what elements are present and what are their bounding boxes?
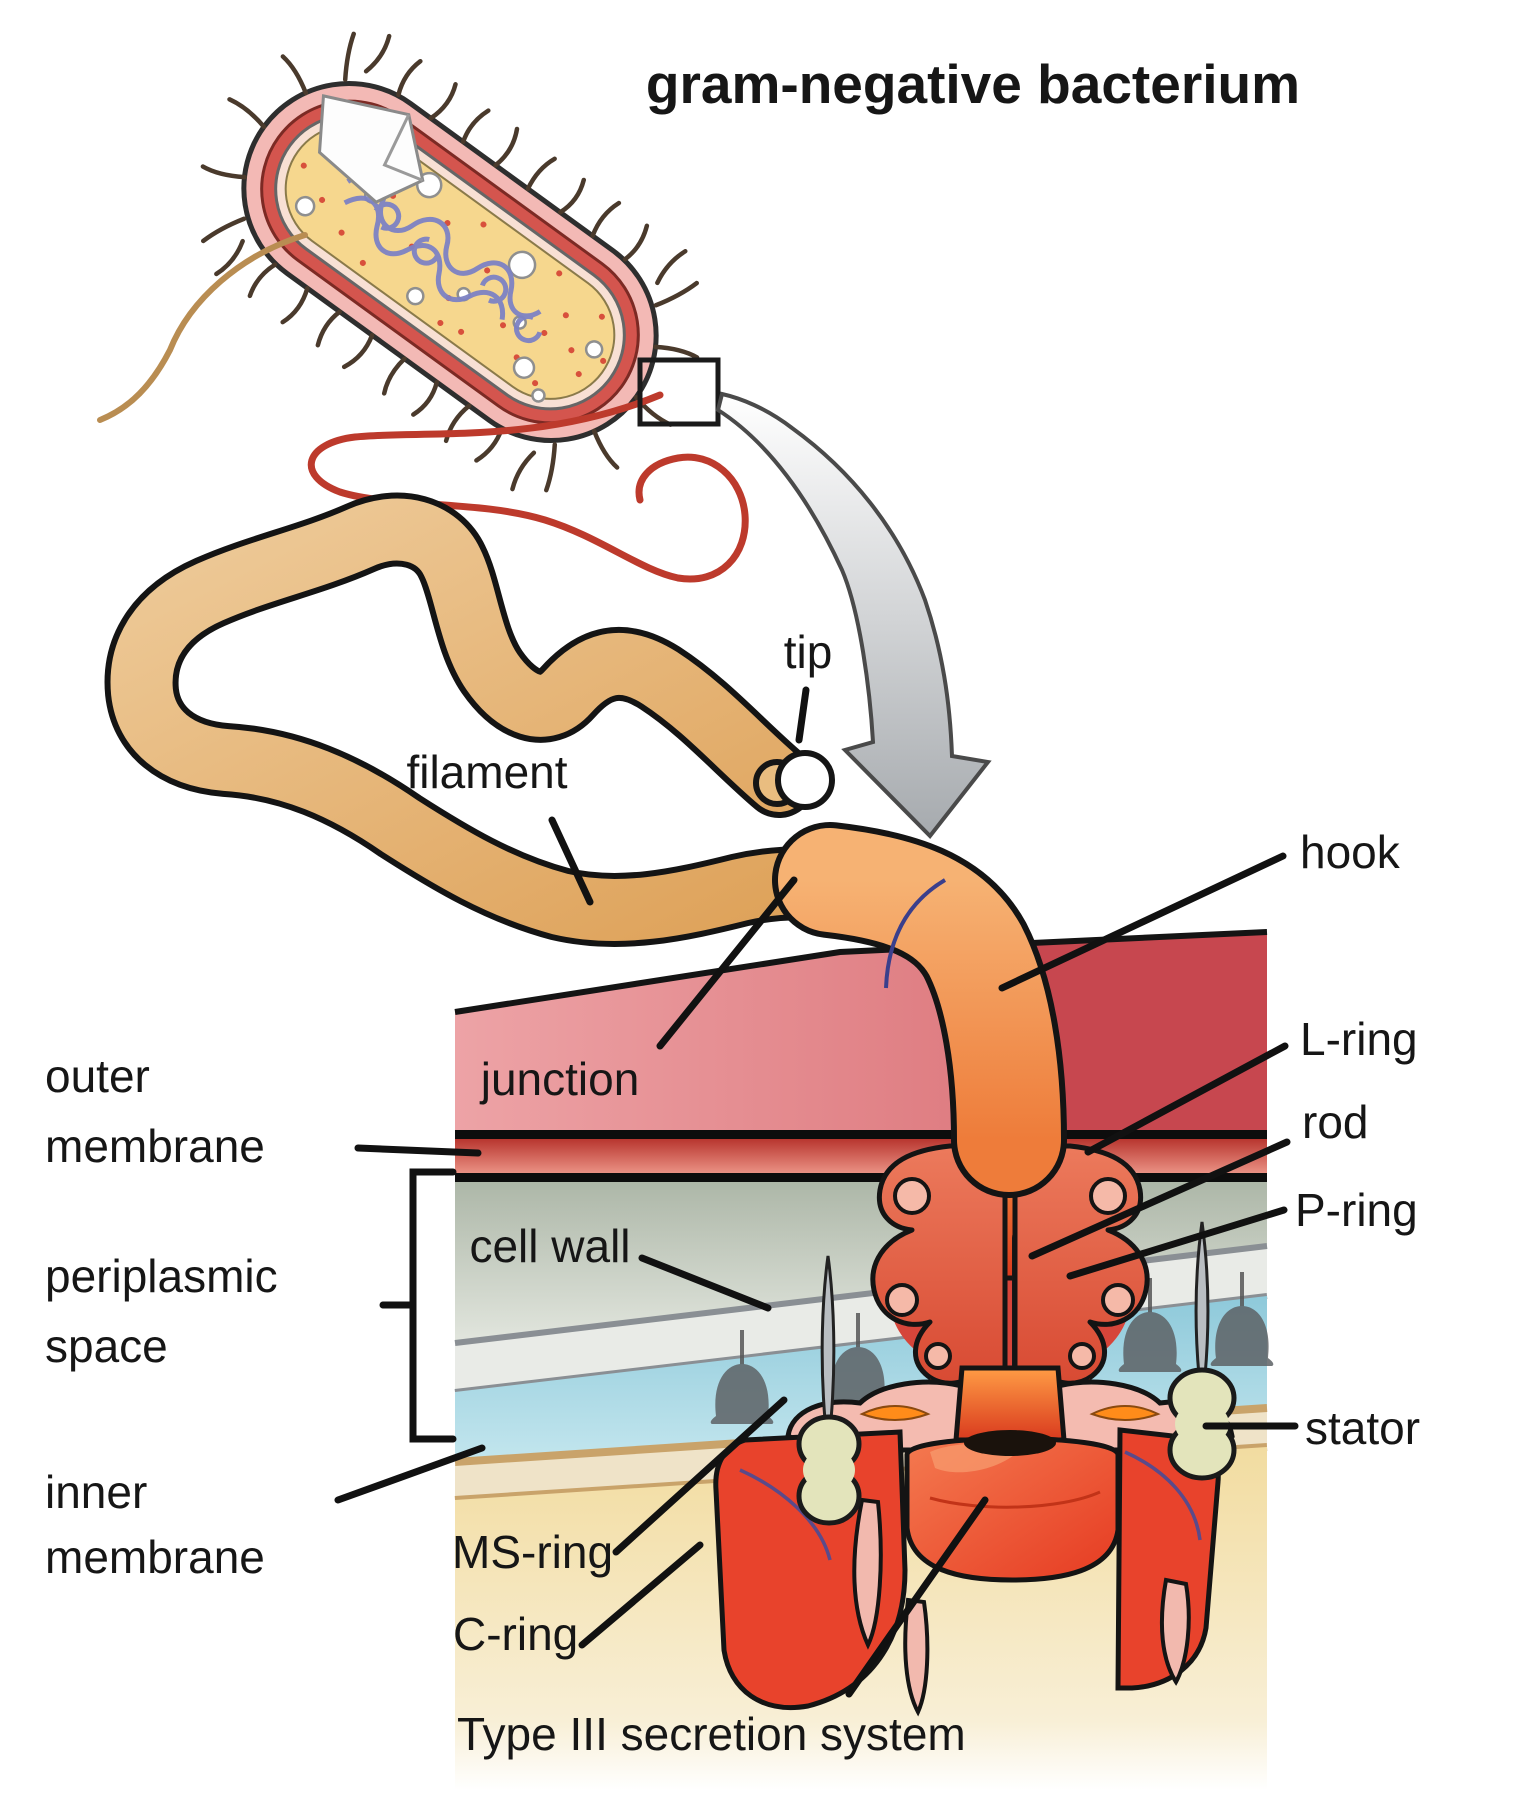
pointer-type-iii bbox=[845, 1496, 989, 1698]
outer-membrane-band bbox=[455, 1139, 1267, 1173]
l-ring-p-ring-complex bbox=[870, 1143, 1150, 1396]
pointer-inner-membrane bbox=[334, 1444, 486, 1504]
label-inner-membrane-1: inner bbox=[45, 1466, 147, 1518]
outer-membrane-line-bottom bbox=[455, 1173, 1267, 1182]
ms-ring-glow-right bbox=[1089, 1405, 1161, 1421]
t3ss-channel-hole bbox=[964, 1430, 1056, 1456]
label-filament: filament bbox=[406, 746, 567, 798]
label-ms-ring: MS-ring bbox=[452, 1526, 613, 1578]
peeled-membrane-fold bbox=[382, 113, 424, 182]
zoom-region-box bbox=[637, 357, 721, 427]
ms-ring-collar bbox=[953, 1365, 1067, 1443]
page-title: gram-negative bacterium bbox=[646, 53, 1300, 115]
pointer-lines bbox=[334, 686, 1299, 1698]
label-c-ring: C-ring bbox=[453, 1608, 578, 1660]
c-ring-wall-right-arc bbox=[1124, 1450, 1202, 1541]
label-p-ring: P-ring bbox=[1295, 1184, 1418, 1236]
t3ss-drum-seam bbox=[929, 1490, 1101, 1509]
label-stator: stator bbox=[1305, 1402, 1420, 1454]
label-hook: hook bbox=[1300, 826, 1401, 878]
label-outer-membrane-1: outer bbox=[45, 1050, 150, 1102]
label-periplasmic-1: periplasmic bbox=[45, 1250, 278, 1302]
hook-junction-line bbox=[884, 878, 947, 989]
c-ring-wall-left-arc bbox=[739, 1468, 832, 1561]
pointer-outer-membrane bbox=[354, 1144, 482, 1157]
pointer-l-ring bbox=[1084, 1042, 1289, 1156]
membrane-protein-bells bbox=[710, 1272, 1274, 1424]
nucleoid bbox=[343, 171, 543, 344]
fimbriae-hairs bbox=[200, 31, 700, 493]
pointer-rod bbox=[1028, 1138, 1291, 1260]
c-ring-drip-left bbox=[852, 1497, 883, 1650]
flagellum-filament bbox=[104, 492, 939, 947]
stator-right bbox=[1167, 1221, 1237, 1481]
periplasmic-space-bracket bbox=[379, 1168, 457, 1443]
pointer-filament bbox=[548, 816, 594, 906]
pointer-junction bbox=[656, 876, 798, 1050]
stator-right-spike bbox=[1194, 1221, 1210, 1378]
label-l-ring: L-ring bbox=[1300, 1013, 1418, 1065]
label-type-iii: Type III secretion system bbox=[457, 1708, 966, 1760]
ms-ring-glow-left bbox=[859, 1405, 931, 1421]
stator-left-spike bbox=[820, 1255, 836, 1422]
pointer-p-ring bbox=[1066, 1206, 1288, 1280]
c-ring-drip-mid bbox=[903, 1597, 930, 1717]
block-top-edge bbox=[454, 929, 1268, 1015]
flagellum-hook bbox=[772, 822, 1067, 1198]
block-top-face-right bbox=[1020, 932, 1267, 1130]
ring-curl-right bbox=[1012, 1143, 1150, 1396]
stator-left bbox=[796, 1255, 862, 1526]
label-cell-wall: cell wall bbox=[469, 1220, 630, 1272]
bacterium-inset bbox=[200, 31, 700, 493]
pointer-c-ring bbox=[578, 1541, 704, 1649]
label-rod: rod bbox=[1302, 1096, 1368, 1148]
outer-membrane-line-top bbox=[455, 1130, 1267, 1139]
label-junction: junction bbox=[479, 1053, 640, 1105]
pointer-hook bbox=[998, 852, 1287, 992]
label-outer-membrane-2: membrane bbox=[45, 1120, 265, 1172]
inset-flagellum-red bbox=[307, 391, 749, 583]
pointer-cell-wall bbox=[638, 1254, 772, 1312]
label-periplasmic-2: space bbox=[45, 1320, 168, 1372]
peeled-membrane-flap bbox=[317, 94, 425, 204]
label-inner-membrane-2: membrane bbox=[45, 1531, 265, 1583]
label-tip: tip bbox=[784, 626, 833, 678]
pointer-tip bbox=[795, 686, 810, 744]
inset-flagellum-tan bbox=[97, 232, 308, 423]
c-ring-drip-right bbox=[1159, 1577, 1191, 1686]
pointer-ms-ring bbox=[612, 1396, 788, 1556]
magnify-arrow-icon bbox=[715, 391, 992, 840]
filament-tip-cap bbox=[775, 750, 835, 810]
